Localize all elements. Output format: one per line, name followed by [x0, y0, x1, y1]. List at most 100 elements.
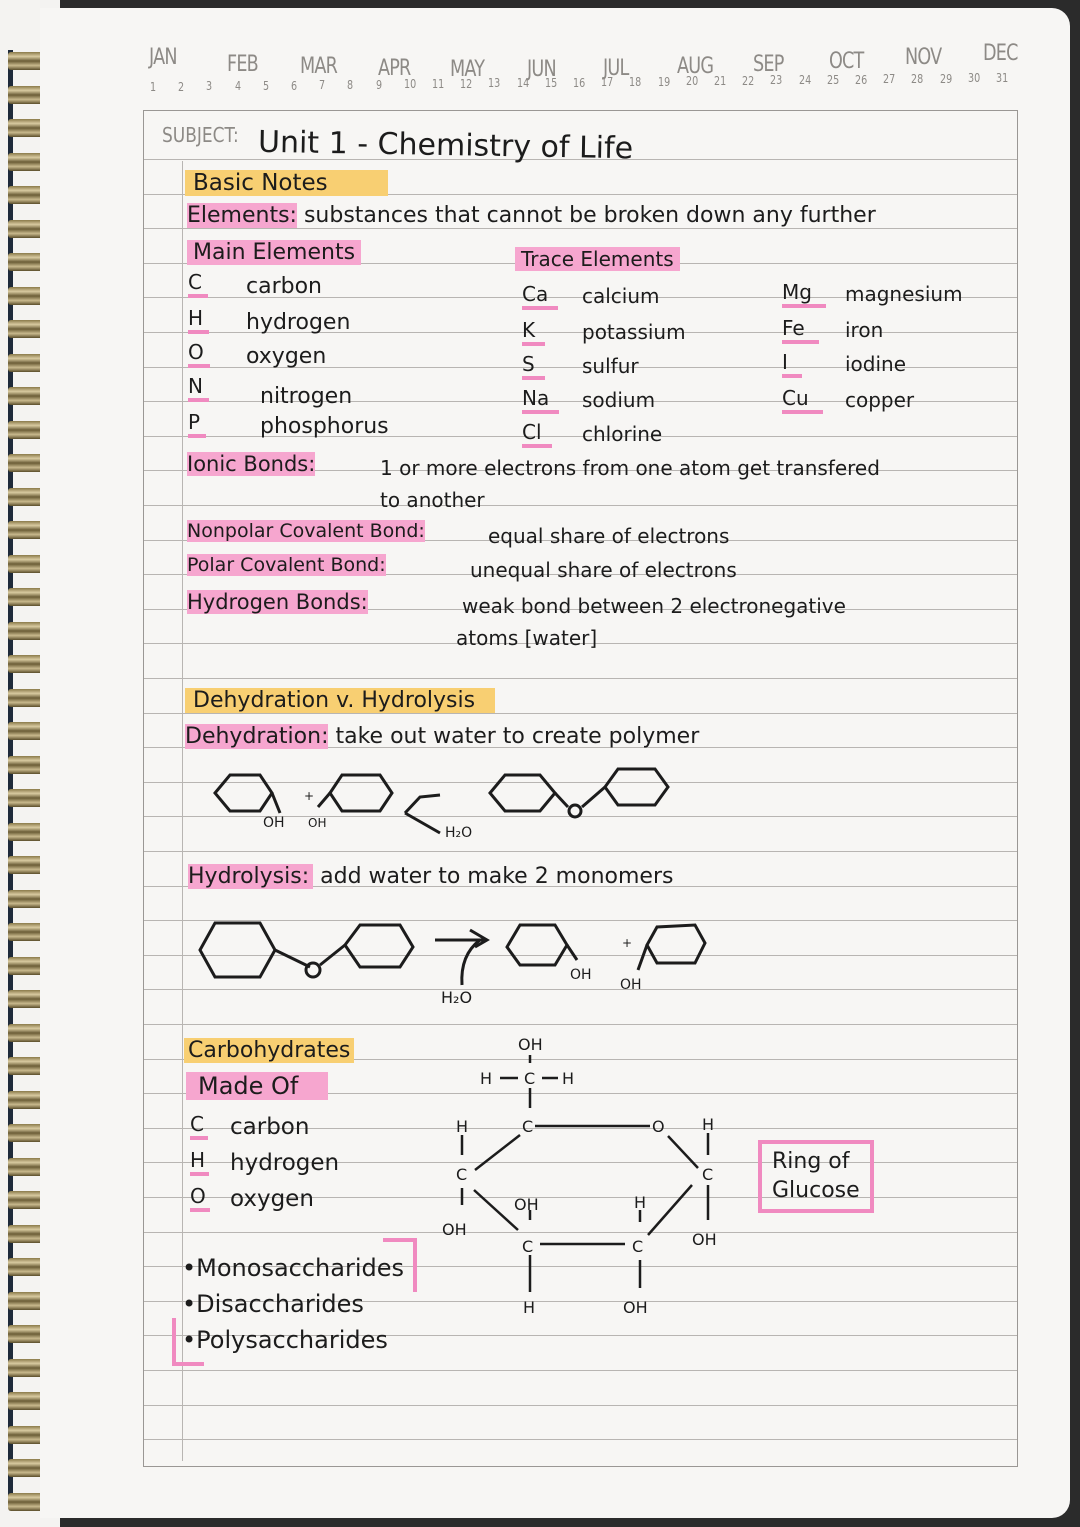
day-number: 1	[150, 80, 157, 94]
section-heading-carbohydrates: Carbohydrates	[184, 1038, 355, 1063]
rule-line	[144, 574, 1017, 576]
month-jan: JAN	[149, 45, 177, 70]
day-number: 31	[996, 71, 1009, 85]
element-symbol: C	[190, 1112, 208, 1140]
rule-line	[144, 920, 1017, 922]
caption-line: Glucose	[772, 1177, 860, 1203]
bond-term-label: Ionic Bonds:	[187, 452, 316, 476]
svg-text:OH: OH	[623, 1298, 648, 1317]
element-name: magnesium	[845, 282, 963, 306]
rule-line	[144, 989, 1017, 991]
month-jun: JUN	[527, 57, 557, 82]
rule-line	[144, 1058, 1017, 1060]
month-feb: FEB	[227, 52, 259, 77]
svg-text:+: +	[622, 936, 632, 950]
element-symbol: I	[782, 350, 802, 378]
svg-text:C: C	[524, 1069, 535, 1088]
bond-term: Ionic Bonds:	[187, 452, 316, 476]
rule-line	[144, 193, 1017, 195]
rule-line	[144, 712, 1017, 714]
element-symbol: H	[190, 1148, 210, 1176]
element-symbol: H	[188, 306, 210, 334]
element-name: chlorine	[582, 422, 663, 446]
rule-line	[144, 297, 1017, 299]
rule-line	[144, 505, 1017, 506]
bond-definition: unequal share of electrons	[470, 558, 737, 582]
bond-definition-cont: to another	[380, 488, 485, 512]
rule-line	[144, 1404, 1017, 1406]
rule-line	[144, 1439, 1017, 1441]
day-number: 26	[855, 72, 868, 87]
rule-line	[144, 1231, 1017, 1233]
bracket-mark	[383, 1238, 417, 1292]
month-jul: JUL	[603, 56, 629, 81]
bond-term: Polar Covalent Bond:	[187, 554, 386, 576]
svg-text:C: C	[522, 1237, 533, 1256]
page-title: Unit 1 - Chemistry of Life	[257, 124, 634, 167]
svg-text:C: C	[632, 1237, 643, 1256]
section-heading-basic-notes: Basic Notes	[185, 170, 388, 196]
list-item: •Disaccharides	[182, 1290, 364, 1318]
element-symbol: S	[522, 352, 545, 380]
rule-line	[144, 401, 1017, 403]
rule-line	[144, 678, 1017, 679]
month-may: MAY	[450, 57, 485, 82]
bond-term-label: Nonpolar Covalent Bond:	[187, 520, 425, 542]
svg-text:C: C	[702, 1165, 713, 1184]
day-number: 25	[826, 72, 840, 87]
trace-elements-heading: Trace Elements	[515, 247, 680, 271]
bond-definition: 1 or more electrons from one atom get tr…	[380, 456, 880, 480]
svg-text:OH: OH	[518, 1035, 543, 1054]
day-number: 29	[939, 71, 952, 86]
day-number: 23	[770, 73, 783, 88]
main-elements-heading: Main Elements	[187, 240, 362, 265]
element-symbol: C	[188, 270, 208, 298]
day-number: 17	[601, 75, 614, 90]
svg-text:OH: OH	[514, 1195, 539, 1214]
rule-line	[144, 643, 1017, 645]
day-number: 16	[573, 75, 586, 90]
glucose-caption-box: Ring of Glucose	[758, 1140, 874, 1214]
element-symbol: O	[188, 340, 210, 368]
element-symbol: P	[188, 410, 207, 438]
elements-def: substances that cannot be broken down an…	[303, 203, 876, 228]
rule-line	[144, 781, 1017, 783]
rule-line	[144, 1197, 1017, 1198]
element-name: phosphorus	[260, 414, 389, 439]
svg-text:H₂O: H₂O	[441, 988, 472, 1007]
bond-definition: weak bond between 2 electronegative	[462, 594, 846, 618]
day-number: 2	[178, 79, 185, 94]
rule-line	[144, 470, 1017, 472]
rule-line	[144, 885, 1017, 887]
bond-term-label: Polar Covalent Bond:	[187, 554, 386, 576]
day-number: 11	[432, 77, 445, 91]
margin-line	[182, 161, 183, 1461]
glucose-ring-diagram: OH H C H C O H H C C OH OH H OH C C H OH	[442, 1035, 717, 1317]
element-name: carbon	[230, 1114, 310, 1140]
day-number: 6	[291, 78, 298, 93]
day-number: 5	[262, 78, 269, 93]
list-item: •Polysaccharides	[182, 1326, 388, 1354]
bond-term-label: Hydrogen Bonds:	[187, 590, 368, 614]
element-name: iron	[845, 318, 884, 342]
svg-text:H: H	[480, 1069, 492, 1088]
svg-text:C: C	[522, 1117, 533, 1136]
day-number: 15	[544, 75, 558, 90]
element-symbol: Na	[522, 386, 560, 414]
bracket-mark	[172, 1318, 204, 1366]
bond-definition-cont: atoms [water]	[456, 626, 598, 650]
element-name: sulfur	[582, 354, 639, 378]
month-oct: OCT	[829, 49, 864, 74]
svg-text:H: H	[634, 1193, 646, 1212]
element-name: iodine	[845, 352, 907, 376]
svg-text:H: H	[523, 1298, 535, 1317]
elements-term: Elements:	[187, 203, 297, 228]
svg-text:O: O	[652, 1117, 665, 1136]
rule-line	[144, 1335, 1017, 1337]
rule-line	[144, 1266, 1017, 1268]
made-of-heading: Made Of	[186, 1072, 329, 1100]
day-number: 27	[883, 72, 896, 87]
element-name: potassium	[582, 320, 686, 344]
hydrolysis-definition: Hydrolysis: add water to make 2 monomers	[188, 864, 674, 889]
day-number: 21	[714, 74, 727, 88]
